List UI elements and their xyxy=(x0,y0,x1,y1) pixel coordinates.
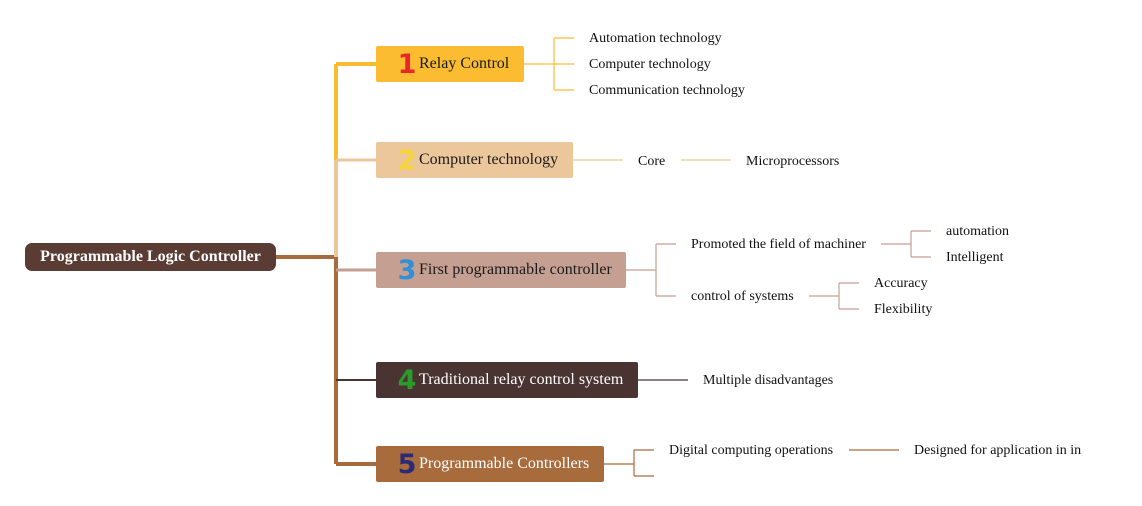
leaf-multiple-disadvantages[interactable]: Multiple disadvantages xyxy=(703,373,834,388)
leaf-automation[interactable]: automation xyxy=(946,224,1009,239)
leaf-digital-computing-operations[interactable]: Digital computing operations xyxy=(669,443,834,458)
leaf-intelligent[interactable]: Intelligent xyxy=(946,250,1004,265)
leaf-promoted-field[interactable]: Promoted the field of machiner xyxy=(691,237,866,252)
branch-computer-technology[interactable]: 2 Computer technology xyxy=(376,142,573,178)
branch-first-programmable-controller[interactable]: 3 First programmable controller xyxy=(376,252,626,288)
branch-label: First programmable controller xyxy=(419,261,612,278)
number-2-icon: 2 xyxy=(397,144,417,176)
root-node[interactable]: Programmable Logic Controller xyxy=(25,243,276,271)
branch-label: Computer technology xyxy=(419,151,559,168)
root-label: Programmable Logic Controller xyxy=(40,248,261,265)
number-3-icon: 3 xyxy=(397,254,417,286)
leaf-microprocessors[interactable]: Microprocessors xyxy=(746,154,840,169)
branch-label: Programmable Controllers xyxy=(419,455,590,472)
number-4-icon: 4 xyxy=(397,364,417,396)
branch-programmable-controllers[interactable]: 5 Programmable Controllers xyxy=(376,446,604,482)
leaf-computer-technology[interactable]: Computer technology xyxy=(589,57,711,72)
leaf-core[interactable]: Core xyxy=(638,154,666,169)
branch-relay-control[interactable]: 1 Relay Control xyxy=(376,46,524,82)
leaf-control-of-systems[interactable]: control of systems xyxy=(691,289,794,304)
number-1-icon: 1 xyxy=(397,48,417,80)
leaf-communication-technology[interactable]: Communication technology xyxy=(589,83,745,98)
leaf-automation-technology[interactable]: Automation technology xyxy=(589,31,722,46)
branch-traditional-relay-control-system[interactable]: 4 Traditional relay control system xyxy=(376,362,638,398)
leaf-designed-for-application[interactable]: Designed for application in in xyxy=(914,443,1082,458)
number-5-icon: 5 xyxy=(397,448,417,480)
leaf-accuracy[interactable]: Accuracy xyxy=(874,276,928,291)
branch-label: Relay Control xyxy=(419,55,510,72)
leaf-flexibility[interactable]: Flexibility xyxy=(874,302,933,317)
branch-label: Traditional relay control system xyxy=(419,371,624,388)
